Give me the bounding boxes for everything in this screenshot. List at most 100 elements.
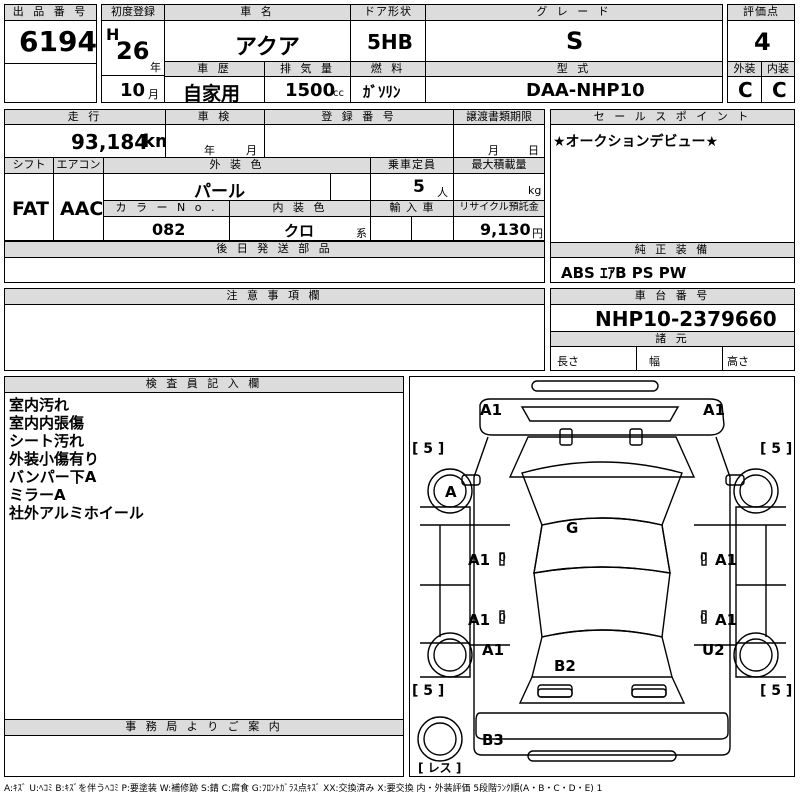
door-label: ドア形状 xyxy=(350,4,426,21)
inspection-month-unit: 月 xyxy=(246,144,257,157)
damage-front-right: A1 xyxy=(703,401,726,419)
recycle-value: 9,130 xyxy=(480,220,531,239)
notes-label: 注 意 事 項 欄 xyxy=(4,288,545,305)
first-reg-label: 初度登録 xyxy=(101,4,165,21)
damage-door-right-2: A1 xyxy=(715,611,738,629)
aircon-label: エアコン xyxy=(53,157,104,174)
chassis-value: NHP10-2379660 xyxy=(595,307,777,331)
capacity-value: 5 xyxy=(413,177,425,197)
inspector-line: ミラーA xyxy=(9,486,66,504)
grade-cell: S xyxy=(425,20,723,62)
lot-number-cell: 6194 xyxy=(4,20,97,64)
genuine-value: ABS ｴｱB PS PW xyxy=(561,264,687,282)
transfer-label: 譲渡書類期限 xyxy=(453,109,545,125)
later-parts-label: 後 日 発 送 部 品 xyxy=(4,241,545,258)
damage-rear-right: U2 xyxy=(702,641,725,659)
notes-cell xyxy=(4,304,545,371)
aircon-cell: AAC xyxy=(53,173,104,241)
max-load-unit: kg xyxy=(528,184,542,197)
lot-blank-cell xyxy=(4,63,97,103)
inspection-year-unit: 年 xyxy=(204,144,215,157)
fuel-label: 燃 料 xyxy=(350,61,426,77)
damage-rear-bumper: B3 xyxy=(482,731,504,749)
sales-point-label: セ ー ル ス ポ イ ン ト xyxy=(550,109,795,125)
shift-value: FAT xyxy=(12,198,49,220)
inspector-line: 社外アルミホイール xyxy=(9,504,144,522)
mileage-label: 走 行 xyxy=(4,109,166,125)
door-cell: 5HB xyxy=(350,20,426,62)
inspector-line: 室内汚れ xyxy=(9,396,70,414)
color-no-cell: 082 xyxy=(103,216,230,241)
first-reg-year-cell: H 26 年 xyxy=(101,20,165,76)
int-color-label: 内 装 色 xyxy=(229,200,371,217)
model-value: DAA-NHP10 xyxy=(526,80,645,101)
int-color-cell: クロ 系 xyxy=(229,216,371,241)
transfer-cell: 月 日 xyxy=(453,124,545,158)
genuine-label: 純 正 装 備 xyxy=(550,242,795,258)
later-parts-cell xyxy=(4,257,545,283)
transfer-month-unit: 月 xyxy=(488,144,499,157)
tire-front-right: [ 5 ] xyxy=(760,441,793,457)
displacement-cell: 1500 cc xyxy=(264,76,351,103)
aircon-value: AAC xyxy=(60,198,104,220)
capacity-cell: 5 人 xyxy=(370,173,454,201)
history-label: 車 歴 xyxy=(164,61,265,77)
damage-trunk: B2 xyxy=(554,657,576,675)
rating-int-value: C xyxy=(772,78,787,102)
first-reg-month-unit: 月 xyxy=(148,88,159,101)
displacement-label: 排 気 量 xyxy=(264,61,351,77)
rating-cell: 4 xyxy=(727,20,795,62)
recycle-unit: 円 xyxy=(532,227,543,240)
model-label: 型 式 xyxy=(425,61,723,77)
rating-ext-value: C xyxy=(738,78,753,102)
specs-height-cell: 高さ xyxy=(722,346,795,371)
fuel-value: ｶﾞｿﾘﾝ xyxy=(363,83,401,101)
first-reg-era: H xyxy=(106,25,120,44)
specs-label: 諸 元 xyxy=(550,331,795,347)
marker-o: 0 xyxy=(499,551,506,564)
recycle-label: リサイクル預託金 xyxy=(453,200,545,217)
car-name-cell: アクア xyxy=(164,20,351,62)
color-no-label: カ ラ ー N o . xyxy=(103,200,230,217)
specs-length: 長さ xyxy=(557,355,579,368)
rating-value: 4 xyxy=(754,28,771,56)
damage-door-left-1: A1 xyxy=(468,551,491,569)
import-label: 輸 入 車 xyxy=(370,200,454,217)
inspection-cell: 年 月 xyxy=(165,124,265,158)
reg-number-label: 登 録 番 号 xyxy=(264,109,454,125)
marker-o: 0 xyxy=(700,611,707,624)
history-value: 自家用 xyxy=(183,83,241,103)
int-color-unit: 系 xyxy=(356,227,367,240)
car-name: アクア xyxy=(235,35,300,60)
ext-color-cell: パール xyxy=(103,173,331,201)
specs-width: 幅 xyxy=(649,355,660,368)
specs-length-cell: 長さ xyxy=(550,346,637,371)
max-load-cell: kg xyxy=(453,173,545,201)
marker-o: 0 xyxy=(499,611,506,624)
inspector-line: バンパー下A xyxy=(9,468,97,486)
transfer-day-unit: 日 xyxy=(528,144,539,157)
chassis-label: 車 台 番 号 xyxy=(550,288,795,305)
lot-number: 6194 xyxy=(19,25,97,58)
first-reg-year: 26 xyxy=(116,37,150,65)
reg-number-cell xyxy=(264,124,454,158)
car-name-label: 車 名 xyxy=(164,4,351,21)
inspector-line: 室内内張傷 xyxy=(9,414,85,432)
specs-width-cell: 幅 xyxy=(636,346,723,371)
model-cell: DAA-NHP10 xyxy=(425,76,723,103)
first-reg-month-cell: 10 月 xyxy=(101,75,165,103)
genuine-cell: ABS ｴｱB PS PW xyxy=(550,257,795,283)
mileage-unit: km xyxy=(143,131,165,152)
import-cell-2 xyxy=(411,216,454,241)
max-load-label: 最大積載量 xyxy=(453,157,545,174)
rating-ext-cell: C xyxy=(727,76,762,103)
sales-point-cell: ★オークションデビュー★ xyxy=(550,124,795,243)
inspector-line: シート汚れ xyxy=(9,432,85,450)
marker-o: 0 xyxy=(700,551,707,564)
tire-rear-right: [ 5 ] xyxy=(760,683,793,699)
history-cell: 自家用 xyxy=(164,76,265,103)
ext-color-value: パール xyxy=(194,182,245,201)
displacement-unit: cc xyxy=(333,88,344,99)
ext-color-cell-2 xyxy=(330,173,371,201)
rating-label: 評価点 xyxy=(727,4,795,21)
